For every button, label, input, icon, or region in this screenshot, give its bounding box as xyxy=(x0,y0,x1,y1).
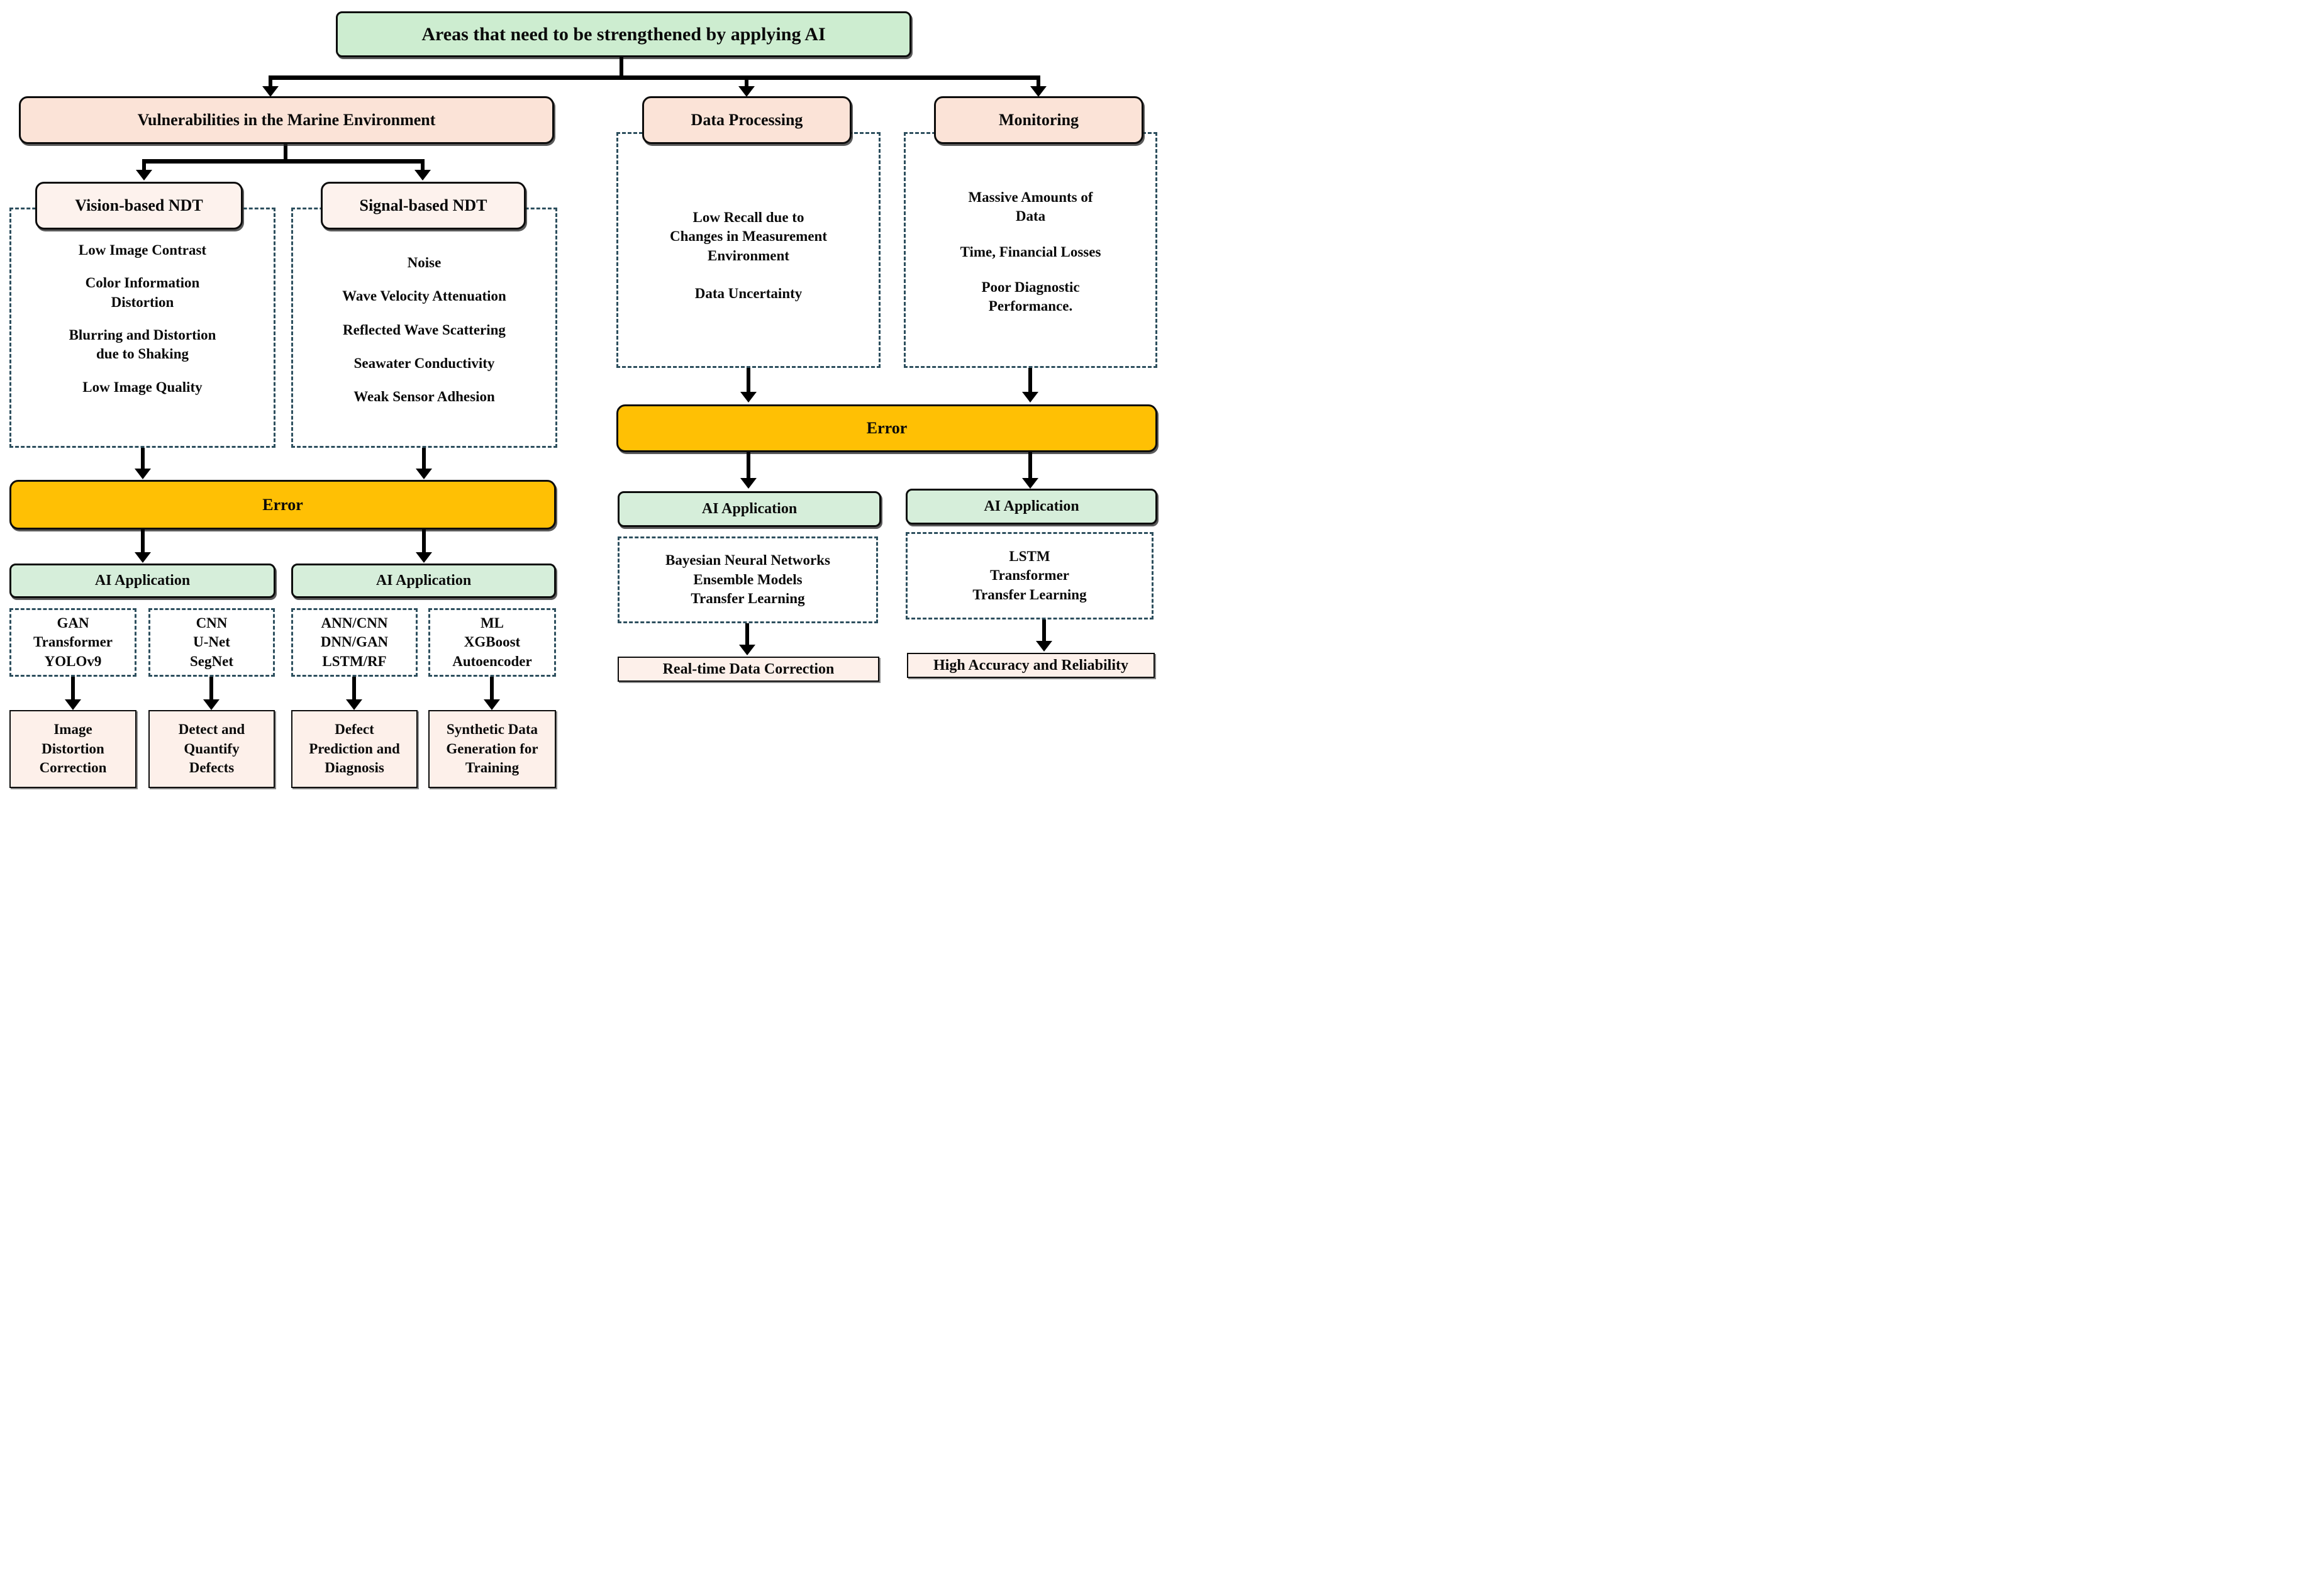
distributor-line xyxy=(142,159,425,164)
vision-methods-list-2: CNN U-Net SegNet xyxy=(190,614,233,669)
error-bar-marine: Error xyxy=(9,480,556,530)
data-processing-issues-panel: Low Recall due to Changes in Measurement… xyxy=(616,132,881,368)
data-processing-node: Data Processing xyxy=(642,96,852,144)
outcome-label: High Accuracy and Reliability xyxy=(933,657,1128,674)
vision-ndt-node: Vision-based NDT xyxy=(35,182,243,230)
error-bar-right: Error xyxy=(616,404,1157,452)
arrow-to-data-processing xyxy=(745,79,748,86)
vision-issue-item: Low Image Contrast xyxy=(78,242,207,258)
outcome-box-synthetic-data-generation: Synthetic Data Generation for Training xyxy=(428,710,556,788)
arrow-to-outcome xyxy=(1042,619,1046,641)
monitoring-issues-panel: Massive Amounts of Data Time, Financial … xyxy=(904,132,1157,368)
vision-issue-item: Color Information Distortion xyxy=(85,275,200,310)
signal-methods-list-2: ML XGBoost Autoencoder xyxy=(452,614,532,669)
ai-application-label: AI Application xyxy=(375,572,472,589)
data-processing-methods-list: Bayesian Neural Networks Ensemble Models… xyxy=(665,552,830,607)
outcome-box-realtime-data-correction: Real-time Data Correction xyxy=(618,657,879,682)
outcome-label: Synthetic Data Generation for Training xyxy=(446,721,538,776)
top-title-label: Areas that need to be strengthened by ap… xyxy=(421,23,826,45)
arrow-to-outcome xyxy=(71,677,75,699)
arrow-to-vision-ndt xyxy=(142,163,146,170)
monitoring-issue-item: Poor Diagnostic Performance. xyxy=(981,279,1080,314)
vision-ndt-label: Vision-based NDT xyxy=(75,196,203,214)
flowchart-canvas: Areas that need to be strengthened by ap… xyxy=(0,0,1162,791)
outcome-label: Real-time Data Correction xyxy=(662,660,835,677)
signal-ndt-node: Signal-based NDT xyxy=(321,182,526,230)
signal-methods-box-1: ANN/CNN DNN/GAN LSTM/RF xyxy=(291,608,418,677)
arrow-error-to-vision-ai xyxy=(141,530,145,552)
signal-issue-item: Seawater Conductivity xyxy=(353,355,495,372)
connector-line xyxy=(284,144,287,160)
vision-methods-box-1: GAN Transformer YOLOv9 xyxy=(9,608,136,677)
outcome-box-image-distortion-correction: Image Distortion Correction xyxy=(9,710,136,788)
arrow-to-outcome xyxy=(490,677,494,699)
signal-issue-item: Noise xyxy=(407,255,442,270)
error-label: Error xyxy=(866,419,908,437)
signal-issue-item: Wave Velocity Attenuation xyxy=(342,288,506,304)
monitoring-issue-item: Time, Financial Losses xyxy=(960,243,1101,260)
distributor-line xyxy=(269,75,1040,80)
ai-application-node-monitoring: AI Application xyxy=(906,489,1157,525)
ai-application-label: AI Application xyxy=(94,572,191,589)
signal-issues-panel: Noise Wave Velocity Attenuation Reflecte… xyxy=(291,208,557,448)
monitoring-methods-box: LSTM Transformer Transfer Learning xyxy=(906,532,1154,619)
vision-issue-item: Low Image Quality xyxy=(82,379,203,395)
arrow-error-to-monitoring-ai xyxy=(1028,452,1032,478)
outcome-box-defect-prediction-diagnosis: Defect Prediction and Diagnosis xyxy=(291,710,418,788)
data-processing-issue-item: Low Recall due to Changes in Measurement… xyxy=(669,209,827,264)
monitoring-label: Monitoring xyxy=(998,111,1079,129)
arrow-to-outcome xyxy=(352,677,356,699)
vision-methods-box-2: CNN U-Net SegNet xyxy=(148,608,275,677)
arrow-to-signal-ndt xyxy=(421,163,425,170)
ai-application-node-signal: AI Application xyxy=(291,564,556,598)
error-label: Error xyxy=(262,495,303,514)
arrow-to-marine xyxy=(269,79,272,86)
signal-ndt-label: Signal-based NDT xyxy=(359,196,487,214)
outcome-label: Defect Prediction and Diagnosis xyxy=(309,721,400,776)
signal-issue-item: Reflected Wave Scattering xyxy=(343,321,506,338)
arrow-dp-to-error xyxy=(747,368,750,392)
signal-methods-box-2: ML XGBoost Autoencoder xyxy=(428,608,556,677)
outcome-box-high-accuracy-reliability: High Accuracy and Reliability xyxy=(907,653,1155,678)
data-processing-methods-box: Bayesian Neural Networks Ensemble Models… xyxy=(618,536,878,623)
vision-methods-list-1: GAN Transformer YOLOv9 xyxy=(33,614,113,669)
arrow-signal-to-error xyxy=(422,448,426,469)
top-title-node: Areas that need to be strengthened by ap… xyxy=(336,11,911,57)
ai-application-label: AI Application xyxy=(701,501,798,517)
arrow-error-to-signal-ai xyxy=(422,530,426,552)
vulnerabilities-label: Vulnerabilities in the Marine Environmen… xyxy=(137,111,436,129)
data-processing-label: Data Processing xyxy=(691,111,803,129)
arrow-error-to-dp-ai xyxy=(747,452,750,478)
ai-application-label: AI Application xyxy=(984,498,1079,514)
ai-application-node-data-processing: AI Application xyxy=(618,491,881,527)
data-processing-issue-item: Data Uncertainty xyxy=(694,286,803,302)
outcome-label: Image Distortion Correction xyxy=(39,721,107,776)
connector-line xyxy=(620,57,623,76)
vision-issue-item: Blurring and Distortion due to Shaking xyxy=(69,327,216,362)
monitoring-methods-list: LSTM Transformer Transfer Learning xyxy=(972,548,1087,603)
arrow-monitoring-to-error xyxy=(1028,368,1032,392)
ai-application-node-vision: AI Application xyxy=(9,564,275,598)
arrow-vision-to-error xyxy=(141,448,145,469)
arrow-to-outcome xyxy=(209,677,213,699)
monitoring-node: Monitoring xyxy=(934,96,1143,144)
outcome-label: Detect and Quantify Defects xyxy=(178,721,245,776)
outcome-box-detect-quantify-defects: Detect and Quantify Defects xyxy=(148,710,275,788)
arrow-to-outcome xyxy=(745,623,749,645)
signal-issue-item: Weak Sensor Adhesion xyxy=(353,389,495,405)
signal-methods-list-1: ANN/CNN DNN/GAN LSTM/RF xyxy=(320,614,389,669)
monitoring-issue-item: Massive Amounts of Data xyxy=(968,189,1093,225)
vulnerabilities-node: Vulnerabilities in the Marine Environmen… xyxy=(19,96,554,144)
arrow-to-monitoring xyxy=(1037,79,1040,86)
vision-issues-panel: Low Image Contrast Color Information Dis… xyxy=(9,208,275,448)
